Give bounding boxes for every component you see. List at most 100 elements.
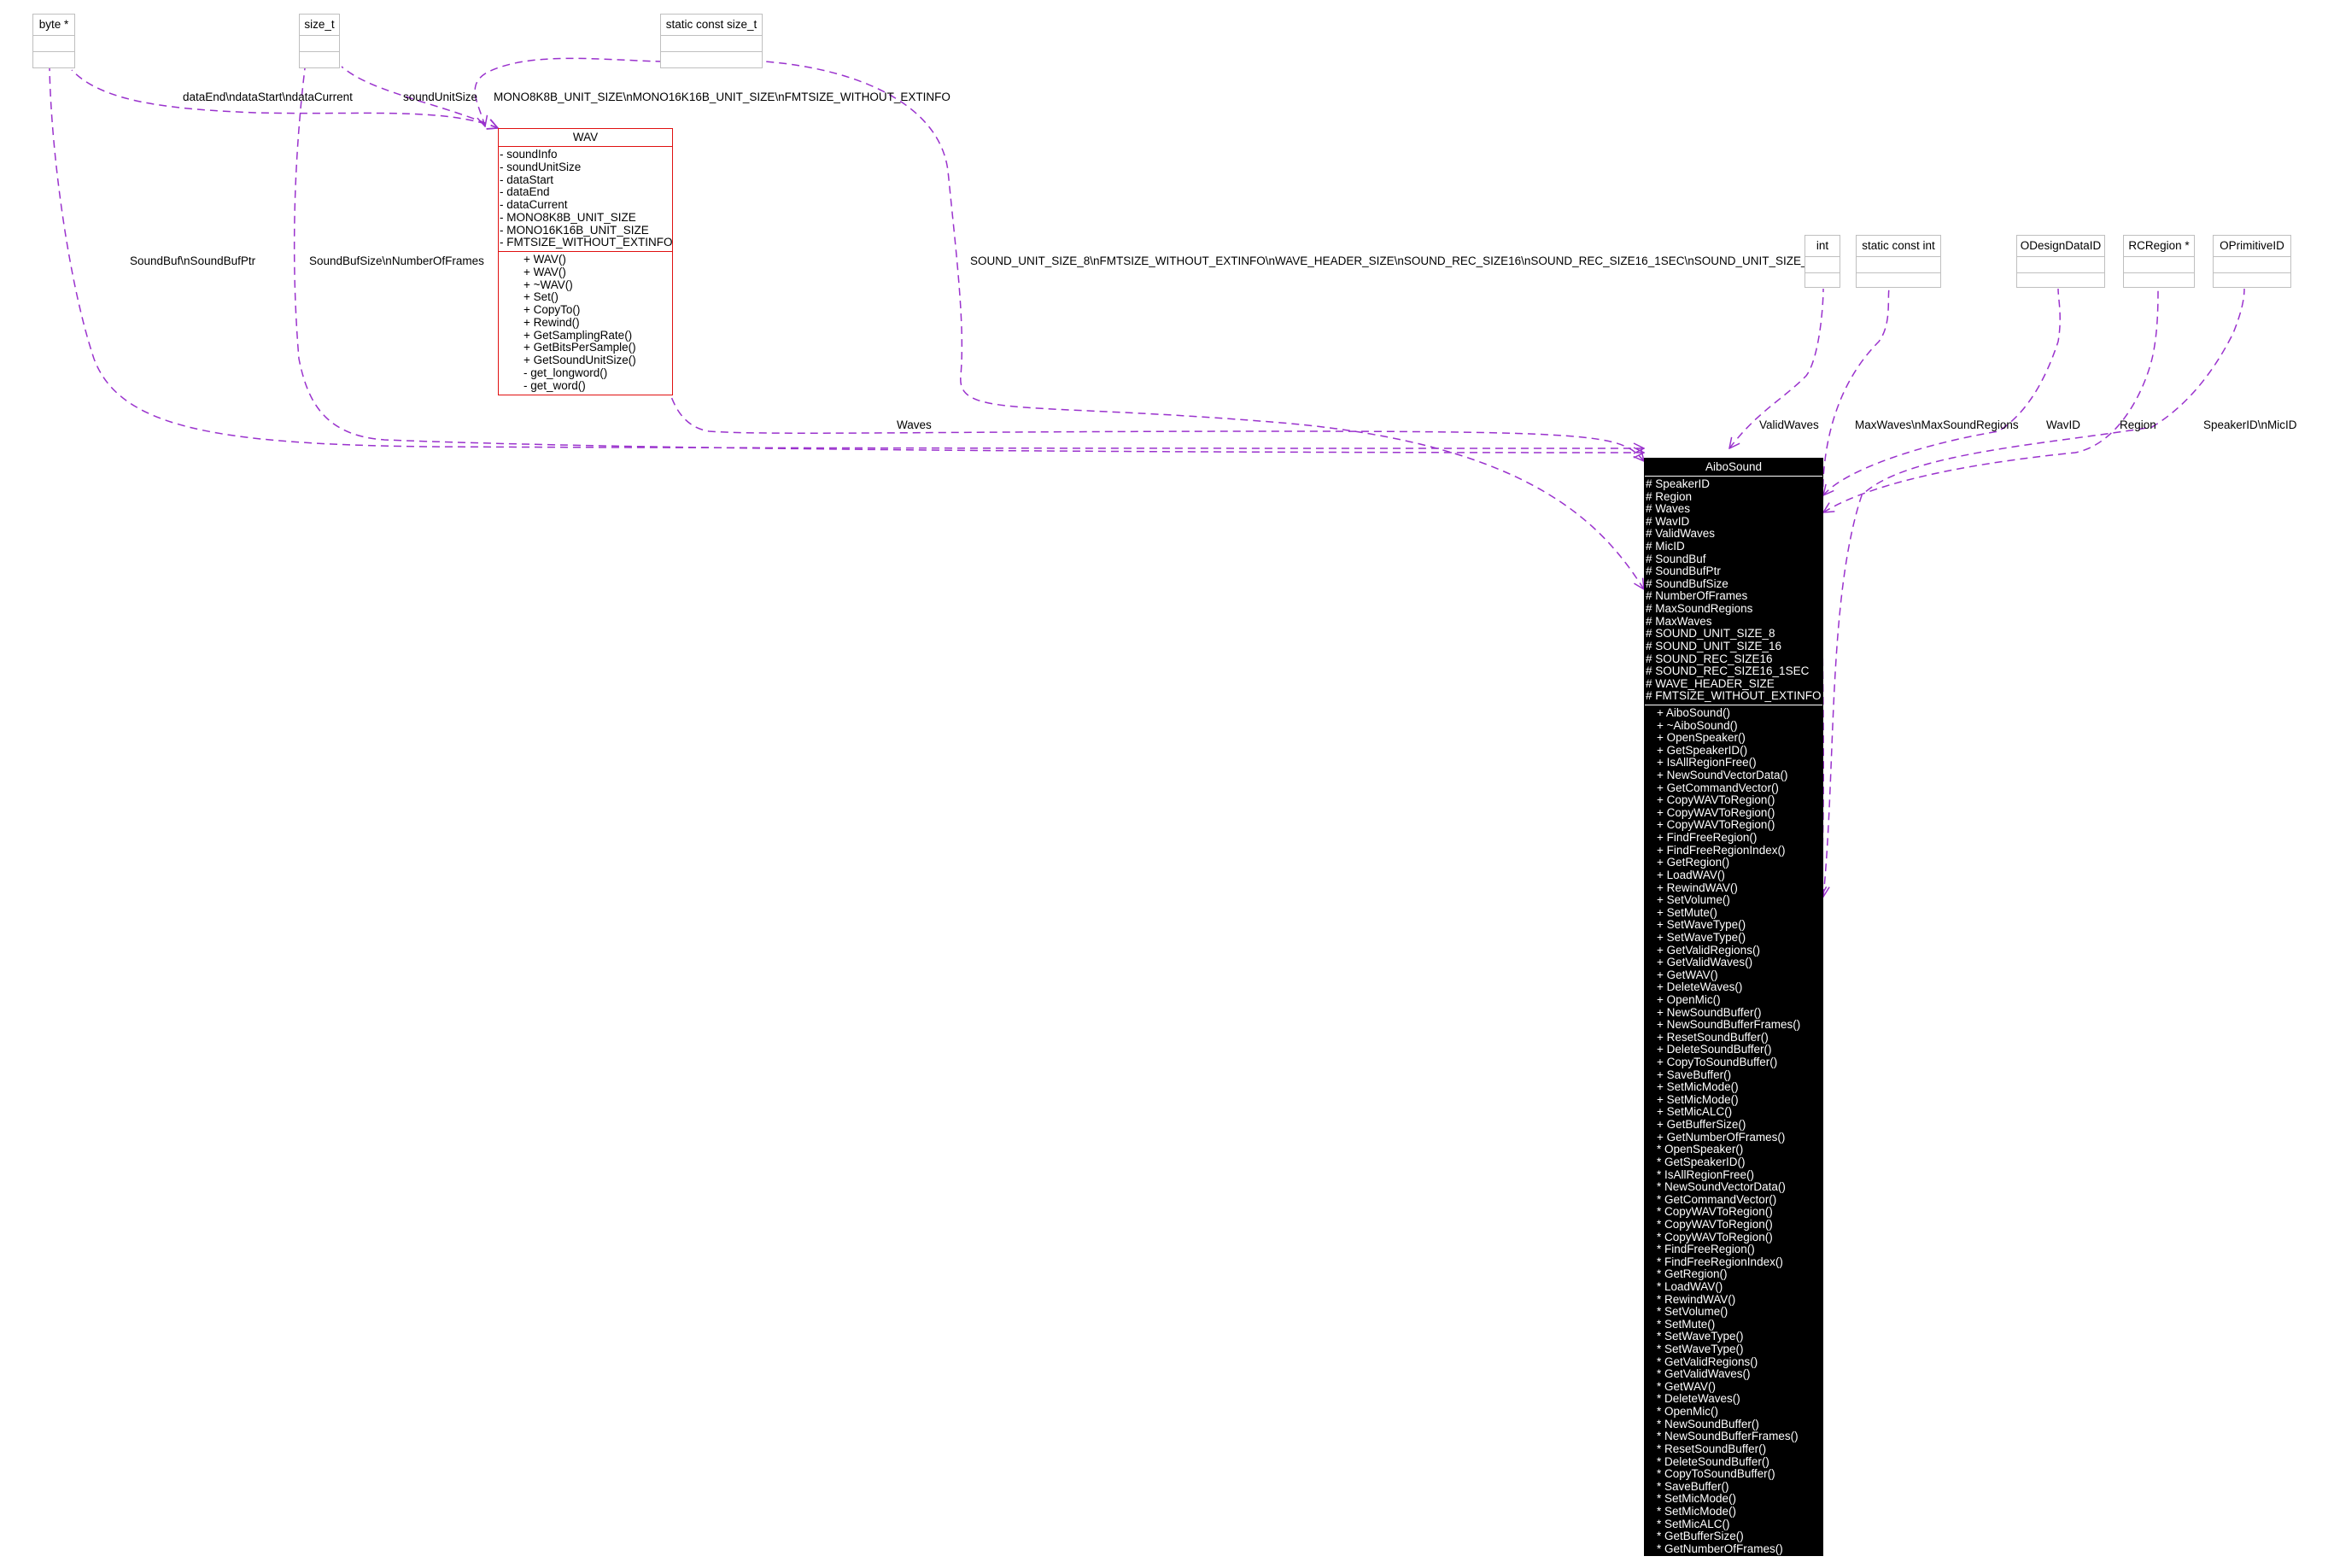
class-odesigndataid[interactable]: ODesignDataID [2016, 235, 2105, 288]
class-attribute: - soundUnitSize [500, 160, 582, 173]
class-operation: * DeleteSoundBuffer() [1657, 1454, 1769, 1468]
class-operations [33, 52, 74, 67]
class-operation: + CopyToSoundBuffer() [1657, 1056, 1778, 1069]
class-operation: + SetVolume() [1657, 893, 1730, 907]
class-int[interactable]: int [1804, 235, 1840, 288]
edge-aibo-odesigndataid [1823, 288, 2061, 495]
class-operation: + ResetSoundBuffer() [1657, 1030, 1769, 1044]
edge-aibo-static-int [1821, 288, 1890, 897]
class-attribute: # SOUND_UNIT_SIZE_16 [1646, 639, 1782, 652]
class-operation: + DeleteWaves() [1657, 980, 1743, 994]
class-operations [2214, 273, 2290, 289]
class-operation: * GetWAV() [1657, 1379, 1717, 1393]
class-operation: * GetValidRegions() [1657, 1354, 1758, 1368]
class-operation: + SetMute() [1657, 905, 1717, 919]
class-operation: + SetMicMode() [1657, 1092, 1739, 1106]
class-operation: + WAV() [524, 265, 566, 278]
class-operation: + GetValidWaves() [1657, 956, 1753, 969]
edge-label-aibo-static-size_t: SOUND_UNIT_SIZE_8\nFMTSIZE_WITHOUT_EXTIN… [970, 255, 1821, 267]
class-operation: + OpenMic() [1657, 992, 1721, 1006]
class-operation: * NewSoundBuffer() [1657, 1417, 1759, 1431]
class-operations [1805, 273, 1840, 289]
class-attribute: - MONO16K16B_UNIT_SIZE [500, 223, 649, 237]
class-title: ODesignDataID [2017, 236, 2104, 257]
class-operation: + GetSoundUnitSize() [524, 354, 636, 367]
class-size-t[interactable]: size_t [299, 14, 340, 68]
class-operation: + FindFreeRegion() [1657, 831, 1758, 845]
class-operation: + NewSoundVectorData() [1657, 769, 1788, 782]
edge-aibo-wav [670, 394, 1644, 461]
class-attribute: - dataCurrent [500, 198, 568, 212]
class-operations [661, 52, 762, 67]
edge-label-wav-byte: dataEnd\ndataStart\ndataCurrent [183, 91, 353, 103]
class-operation: + SetMicALC() [1657, 1105, 1733, 1119]
class-static-const-size-t[interactable]: static const size_t [660, 14, 763, 68]
class-attribute: # SoundBufSize [1646, 576, 1728, 590]
class-attribute: # MaxSoundRegions [1646, 602, 1753, 616]
class-operation: + CopyWAVToRegion() [1657, 793, 1775, 807]
class-operation: + GetSpeakerID() [1657, 743, 1748, 757]
class-operation: * GetNumberOfFrames() [1657, 1542, 1783, 1555]
class-rcregion-ptr[interactable]: RCRegion * [2123, 235, 2195, 288]
class-operation: * RewindWAV() [1657, 1292, 1736, 1306]
edge-label-aibo-odesigndataid: WavID [2046, 418, 2080, 431]
class-attributes [300, 36, 339, 52]
class-aibosound[interactable]: AiboSound # SpeakerID# Region# Waves# Wa… [1644, 458, 1823, 1556]
class-attribute: # MicID [1646, 540, 1685, 553]
class-operation: + GetNumberOfFrames() [1657, 1130, 1786, 1144]
class-operation: * FindFreeRegionIndex() [1657, 1255, 1783, 1268]
class-operation: + IsAllRegionFree() [1657, 756, 1757, 769]
class-oprimitiveid[interactable]: OPrimitiveID [2213, 235, 2291, 288]
class-attribute: # NumberOfFrames [1646, 589, 1748, 603]
class-operation: * SaveBuffer() [1657, 1479, 1729, 1493]
class-byte-ptr[interactable]: byte * [32, 14, 75, 68]
class-operation: + Rewind() [524, 315, 580, 329]
class-attribute: - FMTSIZE_WITHOUT_EXTINFO [500, 236, 673, 249]
class-operation: * SetWaveType() [1657, 1343, 1744, 1356]
class-operations: + WAV()+ WAV()+ ~WAV()+ Set()+ CopyTo()+… [499, 252, 672, 394]
class-operation: + CopyTo() [524, 303, 581, 317]
class-attribute: # SOUND_REC_SIZE16_1SEC [1646, 664, 1810, 678]
class-operation: * CopyWAVToRegion() [1657, 1230, 1773, 1243]
class-attributes: # SpeakerID# Region# Waves# WavID# Valid… [1645, 477, 1822, 705]
class-operation: - get_word() [524, 378, 586, 392]
class-attributes [33, 36, 74, 52]
class-operation: + DeleteSoundBuffer() [1657, 1043, 1772, 1056]
class-operation: * SetMicALC() [1657, 1517, 1730, 1530]
class-operation: + WAV() [524, 253, 566, 266]
class-operation: + NewSoundBufferFrames() [1657, 1018, 1801, 1032]
class-operation: + SetWaveType() [1657, 918, 1746, 932]
edge-label-aibo-rcregion: Region [2120, 418, 2156, 431]
class-operation: * SetMicMode() [1657, 1504, 1737, 1518]
class-operation: * GetBufferSize() [1657, 1530, 1744, 1543]
class-title: RCRegion * [2124, 236, 2194, 257]
class-operation: + LoadWAV() [1657, 868, 1725, 881]
class-attribute: # ValidWaves [1646, 527, 1716, 541]
class-operation: + FindFreeRegionIndex() [1657, 843, 1786, 857]
class-wav[interactable]: WAV - soundInfo- soundUnitSize- dataStar… [498, 128, 673, 395]
class-operation: + GetBitsPerSample() [524, 341, 636, 354]
class-operation: * OpenMic() [1657, 1405, 1719, 1419]
class-attributes [661, 36, 762, 52]
class-operation: + ~WAV() [524, 278, 573, 291]
class-operation: + GetSamplingRate() [524, 328, 633, 342]
class-operation: * OpenSpeaker() [1657, 1143, 1744, 1156]
class-static-const-int[interactable]: static const int [1856, 235, 1941, 288]
edge-label-wav-size_t: soundUnitSize [403, 91, 478, 103]
class-attributes: - soundInfo- soundUnitSize- dataStart- d… [499, 147, 673, 253]
class-operation: + GetCommandVector() [1657, 781, 1779, 794]
class-operation: + CopyWAVToRegion() [1657, 818, 1775, 832]
class-operation: * NewSoundBufferFrames() [1657, 1430, 1799, 1443]
class-attribute: # SoundBufPtr [1646, 565, 1721, 578]
class-operation: + GetRegion() [1657, 856, 1730, 869]
edge-label-aibo-byte: SoundBuf\nSoundBufPtr [130, 255, 256, 267]
class-title: static const int [1857, 236, 1940, 257]
class-operation: * CopyWAVToRegion() [1657, 1205, 1773, 1219]
class-attribute: # Region [1646, 489, 1693, 503]
edge-label-aibo-int: ValidWaves [1759, 418, 1819, 431]
class-operation: * GetValidWaves() [1657, 1367, 1751, 1381]
class-operation: * FindFreeRegion() [1657, 1243, 1755, 1256]
edge-aibo-rcregion [1823, 288, 2159, 512]
class-operations [300, 52, 339, 67]
